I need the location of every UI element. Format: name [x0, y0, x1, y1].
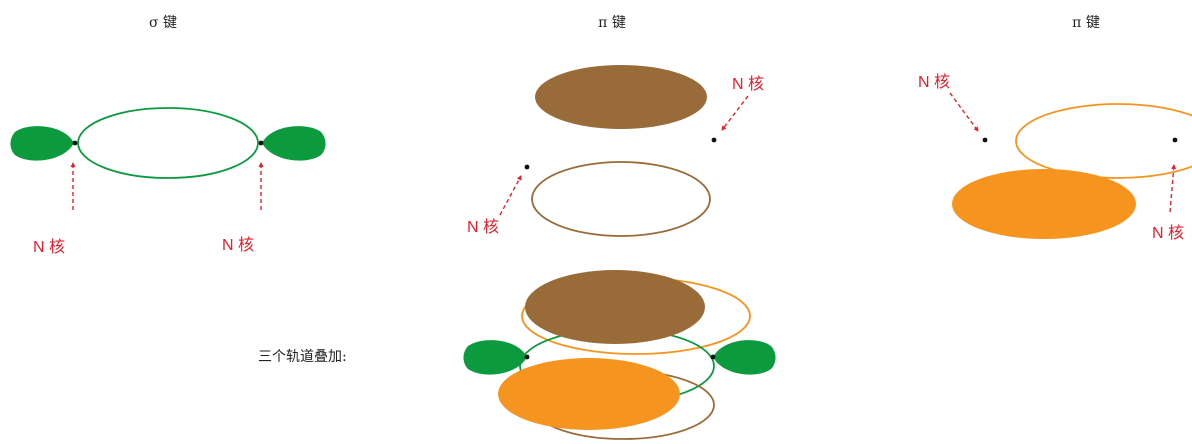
sigma-main-lobe [77, 107, 259, 179]
overlap-caption: 三个轨道叠加: [258, 349, 347, 365]
nucleus-arrow [499, 175, 522, 216]
nucleus-dot [72, 140, 78, 146]
nucleus-arrow [949, 92, 979, 132]
pi-upper-lobe [535, 65, 707, 129]
pi-bond-panel-2: N 核 N 核 [918, 73, 1192, 242]
overlap-sigma-back-lobe-right [713, 340, 776, 375]
overlap-sigma-back-lobe-left [463, 340, 527, 375]
nucleus-dot [524, 164, 530, 170]
pi-back-lobe [1015, 103, 1192, 179]
nucleus-label: N 核 [732, 75, 764, 93]
pi-front-lobe [952, 169, 1136, 239]
nucleus-dot [1172, 137, 1178, 143]
overlap-pi-orange-front-lobe [498, 358, 680, 430]
nucleus-label: N 核 [222, 236, 254, 254]
nucleus-label: N 核 [918, 73, 950, 91]
nucleus-label: N 核 [1152, 224, 1184, 242]
pi-lower-lobe [531, 161, 711, 237]
sigma-back-lobe-right [262, 126, 326, 161]
nucleus-label: N 核 [33, 238, 65, 256]
nucleus-arrow [1169, 164, 1177, 213]
nucleus-dot [710, 354, 716, 360]
pi-bond-title-2: π 键 [1072, 15, 1100, 31]
pi-bond-title-1: π 键 [598, 15, 626, 31]
overlap-pi-brown-upper-lobe [525, 270, 705, 344]
nucleus-dot [524, 354, 530, 360]
nucleus-dot [258, 140, 264, 146]
sigma-back-lobe-left [10, 126, 75, 161]
nucleus-dot [982, 137, 988, 143]
nucleus-label: N 核 [467, 218, 499, 236]
overlap-composite [463, 270, 776, 440]
pi-bond-panel-1: N 核 N 核 [467, 65, 764, 237]
nucleus-arrow [721, 95, 749, 131]
sigma-bond-title: σ 键 [149, 15, 177, 31]
sigma-bond-panel: N 核 N 核 [10, 107, 326, 256]
nucleus-dot [711, 137, 717, 143]
